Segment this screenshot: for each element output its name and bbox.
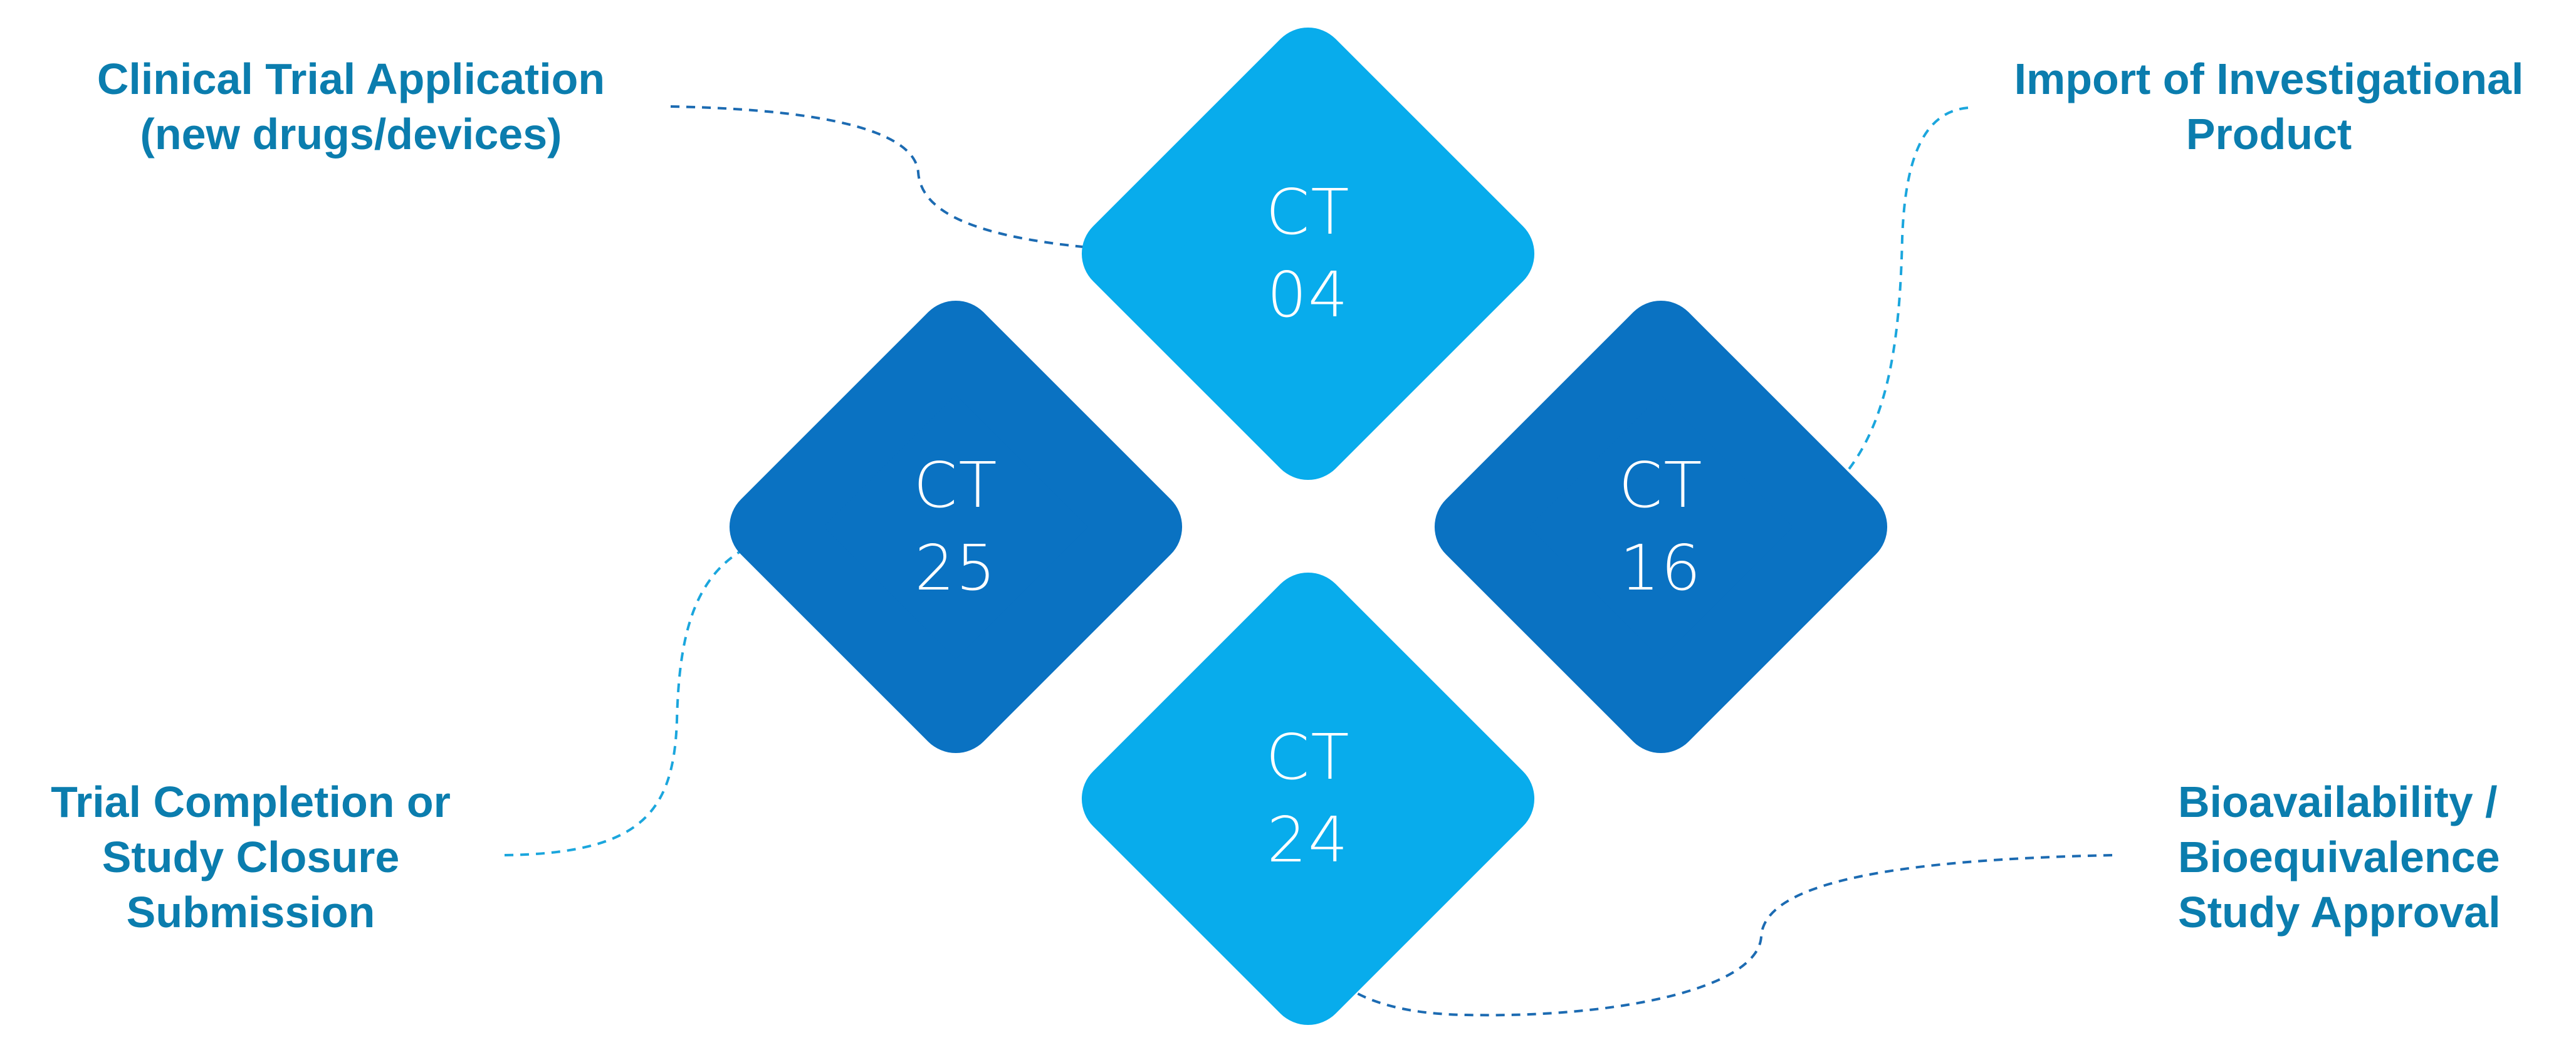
tile-ct24-number: 24 [1267,803,1349,876]
label-ct24-line-1: Bioavailability / [2178,777,2498,826]
label-ct24: Bioavailability / Bioequivalence Study A… [2178,774,2554,940]
label-ct25-line-3: Submission [126,888,375,937]
label-ct25-line-1: Trial Completion or [51,777,451,826]
label-ct24-line-3: Study Approval [2178,888,2501,937]
tile-ct24-prefix: CT [1265,720,1351,794]
tile-ct16: CT 16 [1434,300,1888,754]
tile-ct16-shape [1434,300,1888,754]
label-ct25: Trial Completion or Study Closure Submis… [25,774,476,940]
tile-ct25-prefix: CT [913,449,998,522]
tile-ct04-prefix: CT [1265,175,1351,249]
label-ct04: Clinical Trial Application (new drugs/de… [56,51,646,162]
label-ct25-line-2: Study Closure [102,833,400,881]
tile-ct16-number: 16 [1620,531,1702,605]
tile-ct25-number: 25 [914,531,997,605]
tile-ct04-number: 04 [1267,258,1349,331]
label-ct16-line-1: Import of Investigational [2014,55,2524,103]
label-ct16-line-2: Product [2186,110,2352,159]
tile-ct04: CT 04 [1081,27,1535,481]
label-ct24-line-2: Bioequivalence [2178,833,2500,881]
tile-ct25-shape [729,300,1183,754]
tile-ct04-shape [1081,27,1535,481]
tile-ct16-prefix: CT [1618,449,1704,522]
tile-ct24-shape [1081,572,1535,1026]
label-ct16: Import of Investigational Product [1981,51,2557,162]
tile-ct25: CT 25 [729,300,1183,754]
label-ct04-line-2: (new drugs/devices) [140,110,562,159]
label-ct04-line-1: Clinical Trial Application [97,55,605,103]
tile-ct24: CT 24 [1081,572,1535,1026]
